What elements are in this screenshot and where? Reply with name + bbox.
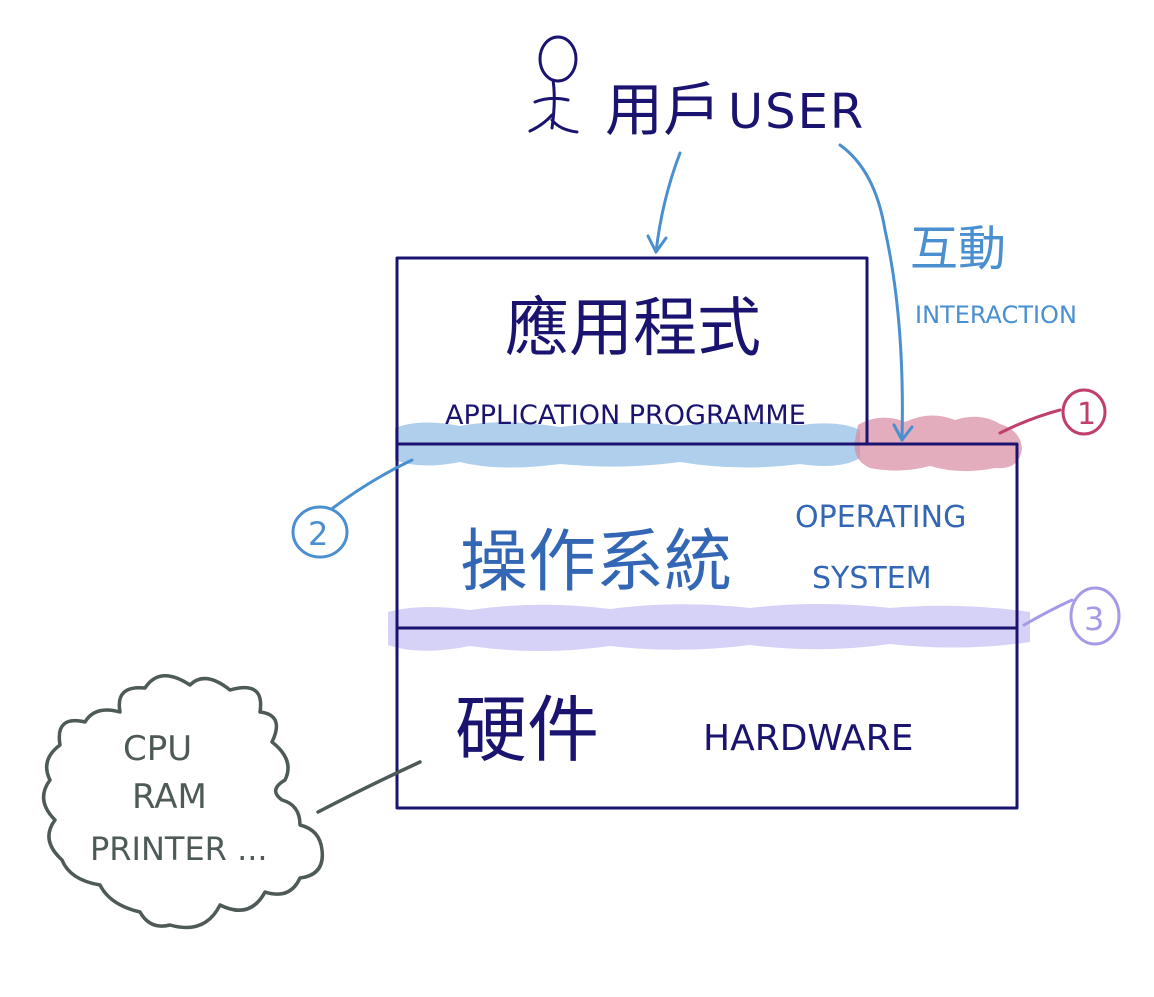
arrow-user-to-application: [646, 151, 682, 254]
hardware-examples-cloud[interactable]: CPU RAM PRINTER ...: [41, 674, 422, 930]
hardware-label-en[interactable]: HARDWARE: [703, 718, 913, 759]
interaction-label-zh: 互動: [910, 221, 1006, 277]
user-label-en: USER: [728, 84, 865, 140]
marker-2-number: 2: [308, 515, 328, 553]
interaction-label-en: INTERACTION: [915, 301, 1077, 329]
marker-3[interactable]: 3: [1022, 586, 1121, 646]
marker-1-number: 1: [1077, 397, 1096, 432]
marker-2[interactable]: 2: [291, 458, 414, 559]
arrow-user-to-os-interaction: [838, 143, 914, 442]
hardware-layer-box[interactable]: [395, 626, 1019, 810]
application-label-zh[interactable]: 應用程式: [505, 292, 761, 366]
cloud-item-ram: RAM: [132, 777, 207, 817]
hardware-label-zh[interactable]: 硬件: [455, 688, 599, 772]
cloud-item-cpu: CPU: [123, 729, 192, 769]
marker-1[interactable]: 1: [998, 388, 1107, 436]
cloud-outline: [41, 674, 325, 930]
cloud-connector-line: [316, 760, 422, 814]
application-label-en[interactable]: APPLICATION PROGRAMME: [445, 400, 806, 431]
user-stick-figure-icon: [528, 35, 579, 134]
os-label-zh[interactable]: 操作系統: [460, 523, 732, 602]
cloud-item-printer: PRINTER ...: [90, 830, 268, 868]
marker-3-number: 3: [1084, 600, 1104, 638]
user-label-zh: 用戶: [605, 76, 721, 144]
os-label-en-line2[interactable]: SYSTEM: [812, 561, 932, 596]
os-label-en-line1[interactable]: OPERATING: [795, 500, 966, 535]
